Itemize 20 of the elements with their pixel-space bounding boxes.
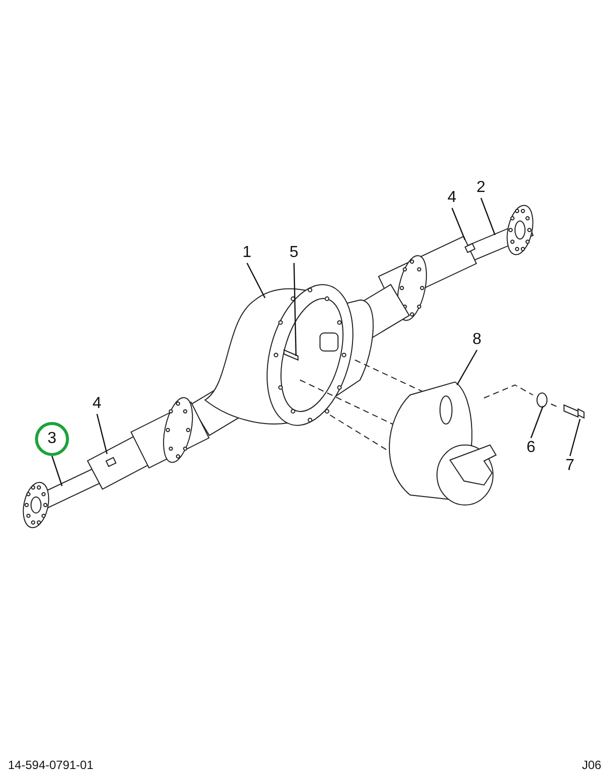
leader-line xyxy=(456,350,478,386)
callout-number: 4 xyxy=(445,188,459,208)
callout-number: 1 xyxy=(240,243,254,263)
callout-number: 7 xyxy=(563,456,577,476)
callout-number: 4 xyxy=(90,394,104,414)
leader-line xyxy=(569,418,581,456)
leader-line xyxy=(51,456,63,486)
leader-line xyxy=(293,262,297,356)
leader-line xyxy=(451,208,466,240)
highlighted-callout-number: 3 xyxy=(35,422,69,456)
part-number: 14-594-0791-01 xyxy=(8,758,94,772)
callout-number: 5 xyxy=(287,243,301,263)
callout-number: 8 xyxy=(470,330,484,350)
leader-line xyxy=(96,414,108,454)
callout-number: 6 xyxy=(524,438,538,458)
leader-line xyxy=(246,262,266,298)
leader-line xyxy=(480,198,496,236)
callout-number: 2 xyxy=(474,178,488,198)
page-code: J06 xyxy=(582,758,602,772)
leader-line xyxy=(530,406,544,438)
